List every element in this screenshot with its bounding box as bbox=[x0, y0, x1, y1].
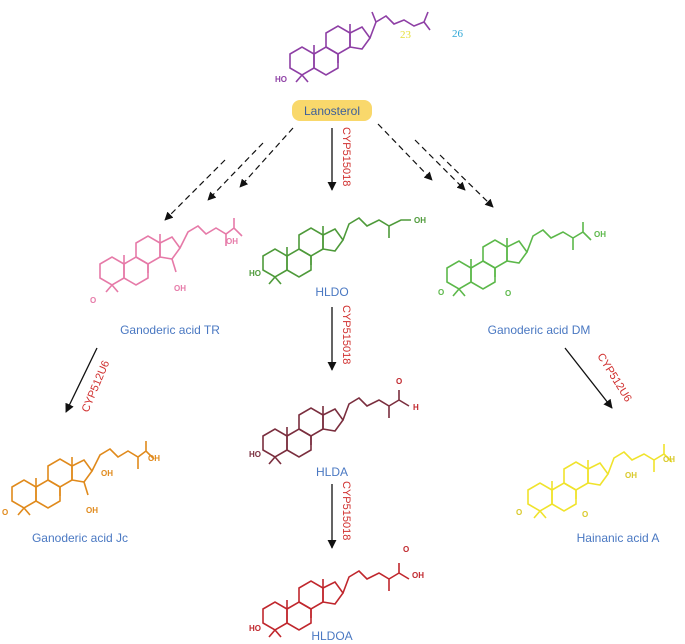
ganoderic-acid-jc-structure bbox=[11, 441, 155, 516]
hlda-aldehyde-h: H bbox=[413, 403, 419, 412]
ga-tr-acid-oh: OH bbox=[226, 237, 238, 246]
carbon-23-label: 23 bbox=[400, 29, 412, 41]
hldoa-label: HLDOA bbox=[311, 629, 352, 643]
hainanic-acid-a-structure bbox=[527, 444, 673, 519]
dashed-arrows-left bbox=[164, 127, 294, 221]
ga-tr-hydroxyl: OH bbox=[174, 284, 186, 293]
hldo-hydroxyl-tail: OH bbox=[414, 216, 426, 225]
ga-tr-ketone: O bbox=[90, 296, 96, 305]
hlda-hydroxyl: HO bbox=[249, 450, 261, 459]
ga-tr-label: Ganoderic acid TR bbox=[120, 323, 220, 337]
hainanic-ketone-a: O bbox=[516, 508, 522, 517]
ga-dm-acid-oh: OH bbox=[594, 230, 606, 239]
lanosterol-hydroxyl: HO bbox=[275, 75, 287, 84]
hldoa-structure bbox=[262, 563, 410, 638]
ga-jc-acid-oh: OH bbox=[148, 454, 160, 463]
hainanic-ketone-b: O bbox=[582, 510, 588, 519]
hainanic-acid-oh: OH bbox=[663, 455, 675, 464]
hlda-label: HLDA bbox=[316, 465, 348, 479]
ga-jc-hydroxyl-b: OH bbox=[86, 506, 98, 515]
enzyme-label-1: CYP515018 bbox=[340, 127, 352, 186]
hldo-hydroxyl-head: HO bbox=[249, 269, 261, 278]
ga-jc-hydroxyl-a: OH bbox=[101, 469, 113, 478]
lanosterol-highlight bbox=[292, 100, 372, 121]
lanosterol-label: Lanosterol bbox=[304, 104, 360, 118]
ga-dm-ketone-a: O bbox=[438, 288, 444, 297]
hldoa-hydroxyl: HO bbox=[249, 624, 261, 633]
ga-jc-label: Ganoderic acid Jc bbox=[32, 531, 128, 545]
hldoa-acid-o: O bbox=[403, 545, 409, 554]
ganoderic-acid-dm-structure bbox=[446, 222, 592, 297]
hlda-structure bbox=[262, 390, 410, 465]
ga-jc-ketone: O bbox=[2, 508, 8, 517]
dashed-arrows-right bbox=[377, 123, 494, 208]
hainanic-hydroxyl: OH bbox=[625, 471, 637, 480]
lanosterol-structure bbox=[289, 11, 431, 83]
carbon-26-label: 26 bbox=[452, 28, 464, 40]
ga-dm-label: Ganoderic acid DM bbox=[488, 323, 591, 337]
enzyme-label-3: CYP515018 bbox=[340, 481, 352, 540]
hldo-structure bbox=[262, 216, 411, 285]
enzyme-label-4: CYP512U6 bbox=[80, 359, 113, 414]
enzyme-label-5: CYP512U6 bbox=[594, 351, 633, 404]
ga-dm-ketone-b: O bbox=[505, 289, 511, 298]
hldo-label: HLDO bbox=[315, 285, 348, 299]
ganoderic-acid-tr-structure bbox=[99, 218, 243, 293]
hainanic-acid-label: Hainanic acid A bbox=[577, 531, 660, 545]
hldoa-acid-oh: OH bbox=[412, 571, 424, 580]
solid-arrows bbox=[65, 128, 613, 549]
enzyme-label-2: CYP515018 bbox=[340, 305, 352, 364]
hlda-aldehyde-o: O bbox=[396, 377, 402, 386]
